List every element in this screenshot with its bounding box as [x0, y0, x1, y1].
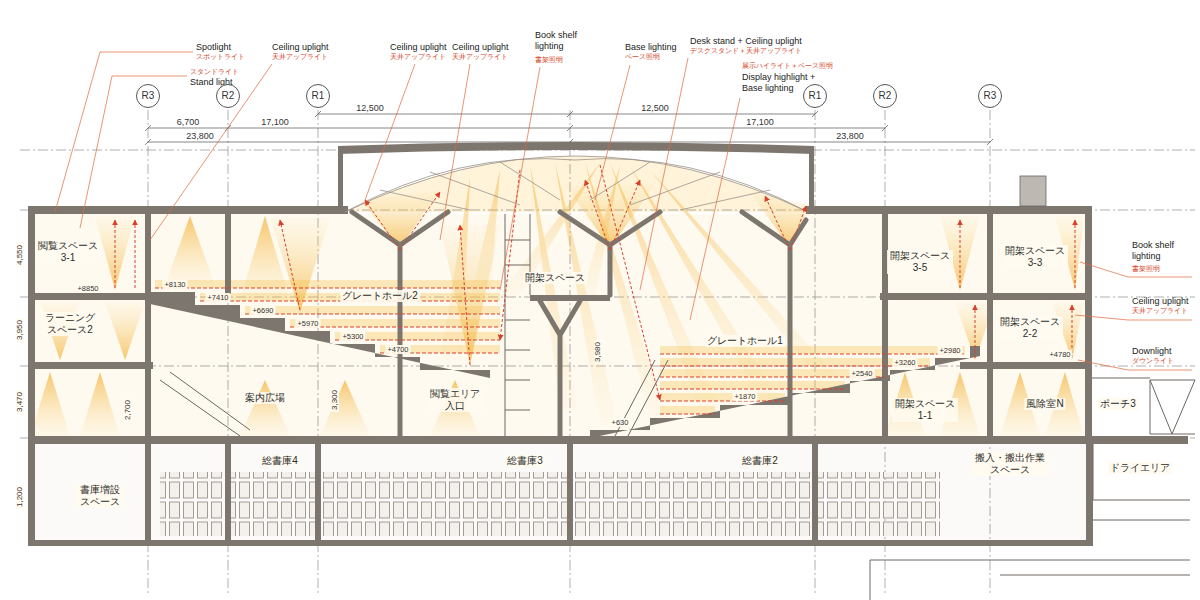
- level-mark: +6690: [250, 306, 275, 315]
- callout-text: Desk stand + Ceiling uplight: [690, 36, 802, 47]
- room-name: 閲覧エリア入口: [426, 388, 484, 412]
- room-name: 開架スペース3-3: [1002, 245, 1068, 269]
- room-name: 風除室N: [1024, 398, 1065, 410]
- dimension: 12,500: [356, 103, 384, 114]
- room-name: 開架スペース3-5: [887, 250, 953, 274]
- grid-label: R3: [984, 91, 997, 101]
- callout-text: Base lighting: [625, 42, 677, 53]
- level-mark: +7410: [205, 293, 230, 302]
- porch-and-dry-area: [870, 378, 1195, 600]
- stair: [160, 214, 668, 436]
- level-mark: +8850: [75, 284, 100, 293]
- callout-text: ダウンライト: [1132, 357, 1174, 365]
- dimension: 2,700: [124, 398, 132, 422]
- grid-bubble: R2: [873, 84, 897, 108]
- room-name: ドライエリア: [1108, 462, 1172, 474]
- grid-bubble: R3: [136, 84, 160, 108]
- tree-column: [352, 212, 806, 436]
- callout-text: 天井アップライト: [452, 53, 508, 61]
- callout-text: Downlight: [1132, 346, 1172, 357]
- grid-line: [20, 110, 1195, 595]
- grid-bubble: R2: [216, 84, 240, 108]
- room-name: 書庫増設スペース: [75, 484, 125, 508]
- room-name: 搬入・搬出作業スペース: [971, 452, 1049, 476]
- dimension: 3,980: [594, 340, 602, 364]
- grid-bubble: R1: [306, 84, 330, 108]
- callout-text: デスクスタンド＋天井アップライト: [690, 47, 802, 55]
- dome-lattice: [345, 156, 808, 212]
- callout-text: 書架照明: [535, 56, 563, 64]
- room-name: グレートホール2: [340, 290, 420, 302]
- callout-text: スタンドライト: [190, 68, 239, 76]
- structure: [28, 142, 1188, 546]
- level-mark: +630: [610, 418, 631, 427]
- leader-line: [55, 52, 1192, 370]
- grid-label: R2: [879, 91, 892, 101]
- level-mark: +3260: [892, 358, 917, 367]
- callout-text: Book shelf lighting: [1132, 240, 1182, 262]
- desk-row: [155, 288, 965, 414]
- callout-text: スポットライト: [196, 53, 245, 61]
- grid-label: R1: [312, 91, 325, 101]
- callout-text: 天井アップライト: [1132, 307, 1188, 315]
- room-name: ラーニングスペース2: [41, 312, 99, 336]
- callout-text: Book shelf lighting: [535, 30, 585, 52]
- level-mark: +1870: [732, 392, 757, 401]
- callout-text: ベース照明: [625, 53, 660, 61]
- dimension: 4,550: [16, 243, 24, 267]
- dimension: 12,500: [641, 103, 669, 114]
- dimension-line: [145, 111, 993, 145]
- callout-text: 展示ハイライト＋ベース照明: [742, 62, 833, 70]
- room-name: 開架スペース: [523, 272, 587, 284]
- callout-text: Ceiling uplight: [272, 42, 329, 53]
- callout-text: 書架照明: [1132, 265, 1160, 273]
- level-mark: +2540: [849, 369, 874, 378]
- callout-text: Spotlight: [196, 42, 231, 53]
- dimension: 1,200: [16, 485, 24, 509]
- room-name: 開架スペース2-2: [997, 316, 1063, 340]
- grid-bubble: R1: [803, 84, 827, 108]
- level-mark: +4700: [385, 345, 410, 354]
- level-mark: +4780: [1047, 350, 1072, 359]
- dimension: 3,950: [16, 318, 24, 342]
- room-name: 案内広場: [243, 392, 287, 404]
- grid-label: R2: [222, 91, 235, 101]
- callout-text: 天井アップライト: [390, 53, 446, 61]
- room-name: 閲覧スペース3-1: [35, 240, 101, 264]
- dimension: 3,300: [331, 388, 339, 412]
- dimension: 17,100: [261, 117, 289, 128]
- room-name: 開架スペース1-1: [892, 398, 958, 422]
- grid-label: R3: [142, 91, 155, 101]
- stack-shelves: [145, 444, 940, 540]
- level-mark: +5970: [295, 319, 320, 328]
- callout-text: 天井アップライト: [272, 53, 328, 61]
- dimension: 3,470: [16, 390, 24, 414]
- level-mark: +5300: [340, 332, 365, 341]
- room-name: ポーチ3: [1098, 398, 1138, 410]
- light-arrow: [115, 165, 1075, 400]
- dimension: 23,800: [186, 131, 214, 142]
- grid-label: R1: [809, 91, 822, 101]
- level-mark: +8130: [162, 280, 187, 289]
- dimension: 6,700: [177, 117, 200, 128]
- level-mark: +2980: [937, 346, 962, 355]
- callout-text: Ceiling uplight: [452, 42, 509, 53]
- room-name: 総書庫3: [505, 455, 545, 467]
- room-name: 総書庫4: [260, 455, 300, 467]
- dimension: 23,800: [836, 131, 864, 142]
- callout-text: Ceiling uplight: [1132, 296, 1189, 307]
- room-name: グレートホール1: [705, 335, 785, 347]
- room-name: 総書庫2: [740, 455, 780, 467]
- callout-text: Ceiling uplight: [390, 42, 447, 53]
- grid-bubble: R3: [978, 84, 1002, 108]
- dimension: 17,100: [746, 117, 774, 128]
